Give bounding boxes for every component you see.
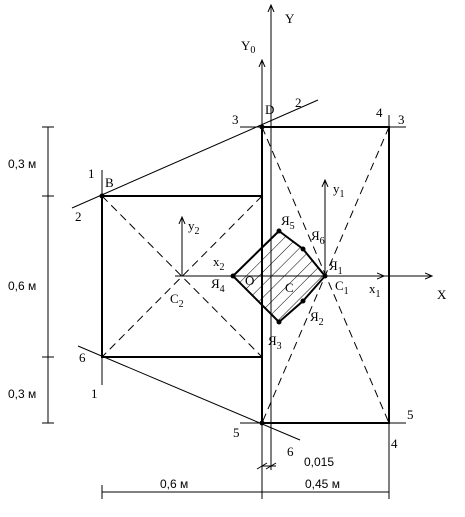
point-d-label: D	[265, 102, 274, 117]
y1-axis-label: y1	[333, 181, 345, 200]
kern-point-4-label: Я4	[211, 276, 225, 295]
point-c1-label: C1	[335, 278, 349, 297]
kern-point-3-label: Я3	[268, 333, 282, 352]
y0-axis-label: Y0	[241, 38, 255, 56]
line-number-6-left: 6	[79, 350, 86, 365]
point-c2-label: C2	[170, 291, 184, 310]
line-number-3-right: 3	[398, 112, 405, 127]
bottom-dimension-line	[101, 423, 390, 499]
line-number-4-bottom: 4	[391, 436, 398, 451]
dim-bottom-left: 0,6 м	[160, 477, 188, 491]
point-b-label: B	[105, 175, 114, 190]
point-o-label: O	[245, 273, 254, 288]
kern-point-2-label: Я2	[310, 309, 324, 328]
y-axis-label: Y	[285, 11, 295, 26]
line-number-5-right: 5	[407, 407, 414, 422]
point-c-label: C	[285, 280, 294, 295]
line-number-1-bottom: 1	[91, 386, 98, 401]
line-number-2-left: 2	[75, 209, 82, 224]
dim-left-mid: 0,6 м	[8, 279, 36, 293]
dim-left-top: 0,3 м	[8, 157, 36, 171]
kern-point-1-label: Я1	[329, 258, 343, 277]
line-number-2-top: 2	[295, 95, 302, 110]
x-axis-label: X	[437, 287, 447, 302]
dim-gap: 0,015	[304, 455, 334, 469]
line-number-5-bottom: 5	[233, 425, 240, 440]
kern-point-5-label: Я5	[281, 213, 295, 232]
left-dimension-line	[42, 126, 54, 424]
line-number-6-bottom: 6	[287, 444, 294, 459]
y2-axis-label: y2	[188, 218, 200, 237]
dim-left-bottom: 0,3 м	[8, 387, 36, 401]
line-number-1-top: 1	[88, 166, 95, 181]
line-number-4-top: 4	[376, 105, 383, 120]
diagonals-left	[101, 195, 263, 358]
x2-axis-label: x2	[213, 254, 225, 273]
kern-vertex-dots	[99, 124, 328, 426]
x1-axis-label: x1	[369, 281, 381, 300]
dim-bottom-right: 0,45 м	[305, 477, 340, 491]
kern-point-6-label: Я6	[311, 228, 325, 247]
line-number-3-left: 3	[232, 112, 239, 127]
